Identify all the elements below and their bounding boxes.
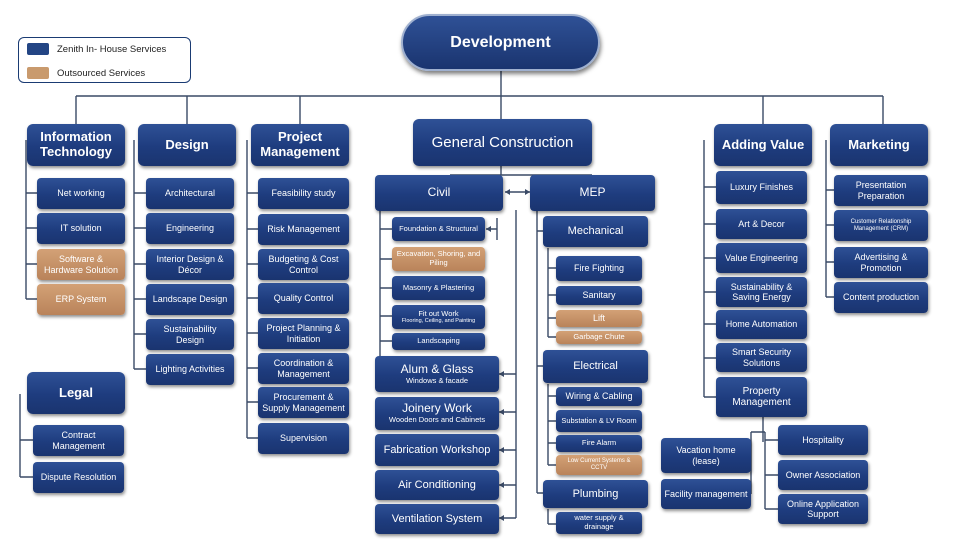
mk-crm: Customer Relationship Management (CRM) — [834, 210, 928, 241]
legend: Zenith In- House Services Outsourced Ser… — [18, 37, 191, 83]
elec-substation: Substation & LV Room — [556, 410, 642, 432]
joinery-sub: Wooden Doors and Cabinets — [388, 415, 486, 425]
gc-mep: MEP — [530, 175, 655, 211]
mech-garbage-chute: Garbage Chute — [556, 331, 642, 344]
design-landscape: Landscape Design — [146, 284, 234, 315]
pm-feasibility: Feasibility study — [258, 178, 349, 209]
civil-fit-out-sub: Flooring, Ceiling, and Painting — [401, 318, 476, 325]
category-information-technology: Information Technology — [27, 124, 125, 166]
elec-fire-alarm: Fire Alarm — [556, 435, 642, 452]
in-house-swatch — [27, 43, 49, 55]
alum-glass-title: Alum & Glass — [400, 361, 474, 376]
alum-glass-sub: Windows & facade — [405, 375, 469, 385]
elec-low-current-cctv: Low Current Systems & CCTV — [556, 455, 642, 475]
pm-facility-management: Facility management — [661, 479, 751, 509]
pm-quality-control: Quality Control — [258, 283, 349, 314]
mech-lift: Lift — [556, 310, 642, 327]
av-value-engineering: Value Engineering — [716, 243, 807, 273]
design-interior: Interior Design & Décor — [146, 249, 234, 280]
mech-sanitary: Sanitary — [556, 286, 642, 305]
gc-air-conditioning: Air Conditioning — [375, 470, 499, 500]
legend-label-outsourced: Outsourced Services — [57, 67, 146, 79]
category-legal: Legal — [27, 372, 125, 414]
legend-item-in-house: Zenith In- House Services — [27, 43, 166, 55]
category-general-construction: General Construction — [413, 119, 592, 166]
category-design: Design — [138, 124, 236, 166]
av-property-management: Property Management — [716, 377, 807, 417]
av-luxury-finishes: Luxury Finishes — [716, 171, 807, 204]
pm-budgeting: Budgeting & Cost Control — [258, 249, 349, 280]
category-adding-value: Adding Value — [714, 124, 812, 166]
pm-procurement: Procurement & Supply Management — [258, 387, 349, 418]
gc-civil: Civil — [375, 175, 503, 211]
mep-electrical: Electrical — [543, 350, 648, 383]
mep-plumbing: Plumbing — [543, 480, 648, 508]
mk-advertising: Advertising & Promotion — [834, 247, 928, 278]
design-lighting: Lighting Activities — [146, 354, 234, 385]
legal-dispute: Dispute Resolution — [33, 462, 124, 493]
legend-label-in-house: Zenith In- House Services — [57, 43, 167, 55]
mk-content-production: Content production — [834, 282, 928, 313]
gc-ventilation-system: Ventilation System — [375, 504, 499, 534]
legend-item-outsourced: Outsourced Services — [27, 67, 145, 79]
pm-supervision: Supervision — [258, 423, 349, 454]
outsourced-swatch — [27, 67, 49, 79]
civil-foundation: Foundation & Structural — [392, 217, 485, 241]
civil-fit-out: Fit out Work Flooring, Ceiling, and Pain… — [392, 305, 485, 329]
it-networking: Net working — [37, 178, 125, 209]
it-erp-system: ERP System — [37, 284, 125, 315]
pm-coordination: Coordination & Management — [258, 353, 349, 384]
design-sustainability: Sustainability Design — [146, 319, 234, 350]
civil-fit-out-title: Fit out Work — [418, 308, 459, 318]
elec-wiring-cabling: Wiring & Cabling — [556, 387, 642, 406]
category-project-management: Project Management — [251, 124, 349, 166]
gc-fabrication-workshop: Fabrication Workshop — [375, 434, 499, 466]
av-sustainability: Sustainability & Saving Energy — [716, 277, 807, 307]
mep-mechanical: Mechanical — [543, 216, 648, 247]
legal-contract: Contract Management — [33, 425, 124, 456]
it-software-hardware: Software & Hardware Solution — [37, 249, 125, 280]
mech-fire-fighting: Fire Fighting — [556, 256, 642, 281]
av-smart-security: Smart Security Solutions — [716, 343, 807, 372]
gc-alum-glass: Alum & Glass Windows & facade — [375, 356, 499, 392]
pm-risk: Risk Management — [258, 214, 349, 245]
category-marketing: Marketing — [830, 124, 928, 166]
pm-hospitality: Hospitality — [778, 425, 868, 455]
root-node-development: Development — [401, 14, 600, 71]
design-engineering: Engineering — [146, 213, 234, 244]
pm-vacation-home: Vacation home (lease) — [661, 438, 751, 473]
it-solution: IT solution — [37, 213, 125, 244]
gc-joinery-work: Joinery Work Wooden Doors and Cabinets — [375, 397, 499, 430]
plumbing-water-supply: water supply & drainage — [556, 512, 642, 534]
civil-masonry: Masonry & Plastering — [392, 276, 485, 300]
design-architectural: Architectural — [146, 178, 234, 209]
av-art-decor: Art & Decor — [716, 209, 807, 239]
av-home-automation: Home Automation — [716, 310, 807, 339]
pm-planning: Project Planning & Initiation — [258, 318, 349, 349]
civil-excavation: Excavation, Shoring, and Piling — [392, 247, 485, 271]
joinery-title: Joinery Work — [402, 401, 472, 416]
mk-presentation: Presentation Preparation — [834, 175, 928, 206]
pm-owner-association: Owner Association — [778, 460, 868, 490]
pm-online-application-support: Online Application Support — [778, 494, 868, 524]
civil-landscaping: Landscaping — [392, 333, 485, 350]
